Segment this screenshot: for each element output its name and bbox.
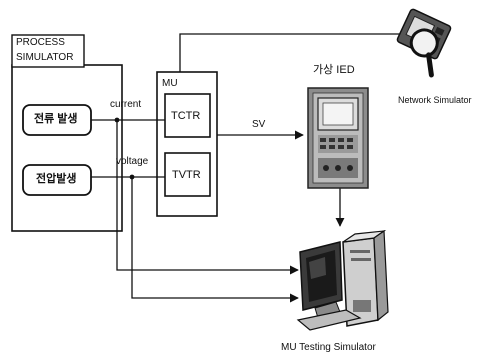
process-simulator-box [12,65,122,231]
voltage-signal-label: voltage [116,157,148,167]
current-signal-label: current [110,100,141,110]
network-simulator-label: Network Simulator [398,96,472,105]
virtual-ied-device [308,88,368,188]
tctr-label: TCTR [171,111,200,122]
mu-testing-simulator-label: MU Testing Simulator [281,343,376,353]
process-simulator-title-line1: PROCESS [16,37,65,49]
tvtr-label: TVTR [172,170,201,181]
network-wire [180,34,410,72]
network-scope-icon [390,8,454,75]
computer-icon [298,231,388,330]
current-generator-label: 전류 발생 [34,114,78,125]
virtual-ied-label: 가상 IED [313,65,355,76]
mu-title: MU [162,79,178,89]
sv-label: SV [252,120,265,130]
process-simulator-title-line2: SIMULATOR [16,52,73,64]
voltage-generator-label: 전압발생 [36,174,76,185]
